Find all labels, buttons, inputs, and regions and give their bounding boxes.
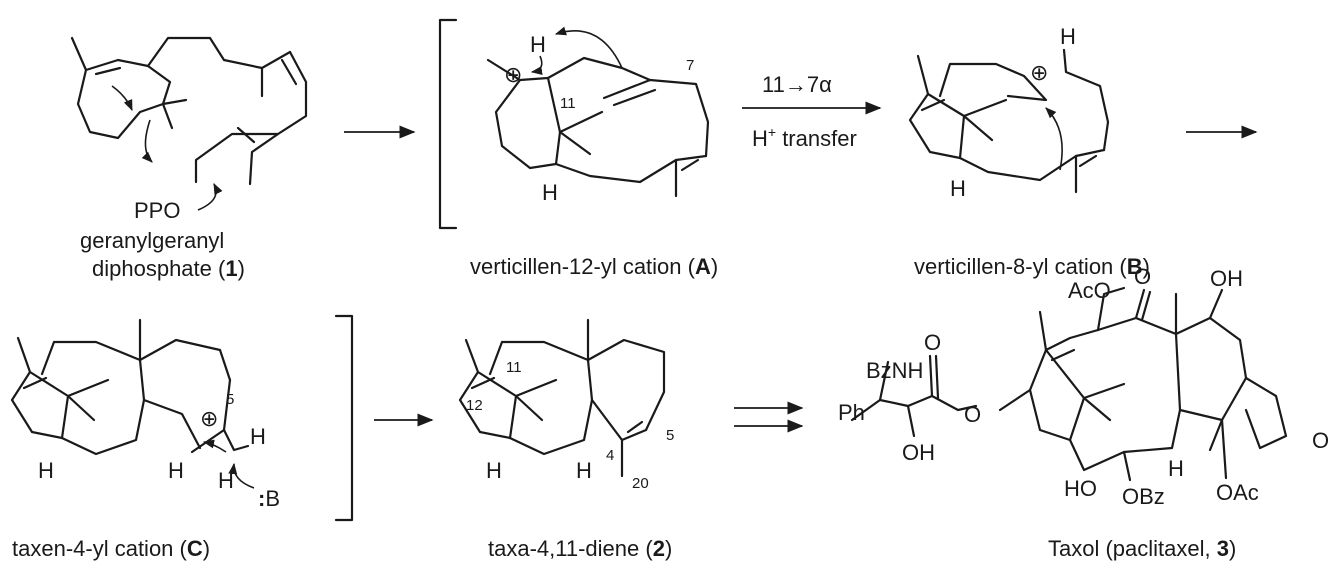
taxol-obz: OBz [1122,484,1165,509]
taxol-ester-o: O [924,330,941,355]
taxadiene-locant-12: 12 [466,397,483,414]
structure-cation-c [10,318,255,489]
bracket-right [334,314,354,522]
cation-b-h-atom: H [1060,24,1076,49]
structure-cation-b [908,48,1110,194]
taxadiene-locant-20: 20 [632,475,649,492]
cmpd1-caption-line2: diphosphate (1) [92,256,245,281]
taxadiene-h-mid: H [576,458,592,483]
taxol-phenyl: Ph [838,400,865,425]
cation-a-h-atom: H [530,32,546,57]
ppo-label: PPO [134,198,180,223]
taxadiene-locant-4: 4 [606,447,614,464]
cation-c-h-5: H [250,424,266,449]
taxol-oxetane-o: O [1312,428,1329,453]
taxadiene-h-left: H [486,458,502,483]
cation-b-h-bottom: H [950,176,966,201]
cation-c-charge: ⊕ [200,406,218,431]
base-label: :B [258,486,280,511]
cation-a-h-bottom: H [542,180,558,205]
cation-a-caption: verticillen-12-yl cation (A) [470,254,718,279]
taxol-ketone-o: O [1134,264,1151,289]
taxol-side-oh: OH [902,440,935,465]
cation-c-h-left: H [38,458,54,483]
structure-ggpp [70,36,308,211]
cation-c-caption: taxen-4-yl cation (C) [12,536,210,561]
taxol-bznh: BzNH [866,358,923,383]
cation-c-h-transfer: H [218,468,234,493]
taxol-h: H [1168,456,1184,481]
bracket-left [438,18,458,230]
structure-taxol [850,286,1288,482]
taxadiene-caption: taxa-4,11-diene (2) [488,536,672,561]
cation-a-locant-7: 7 [686,57,694,74]
cation-b-charge: ⊕ [1030,60,1048,85]
cation-b-caption: verticillen-8-yl cation (B) [914,254,1150,279]
taxol-ho: HO [1064,476,1097,501]
hydride-shift-label: 11→7α [762,72,832,97]
taxol-oh-top: OH [1210,266,1243,291]
structure-taxadiene [458,318,666,478]
cation-c-h-mid: H [168,458,184,483]
taxol-aco: AcO [1068,278,1111,303]
taxadiene-locant-5: 5 [666,427,674,444]
taxol-caption: Taxol (paclitaxel, 3) [1048,536,1236,561]
proton-transfer-label: H+ transfer [752,124,857,151]
structure-cation-a [486,26,710,198]
taxol-oac: OAc [1216,480,1259,505]
taxol-ether-o: O [964,402,981,427]
cation-a-locant-11: 11 [560,95,576,112]
cation-a-charge: ⊕ [504,62,522,87]
cmpd1-caption-line1: geranylgeranyl [80,228,224,253]
taxadiene-locant-11: 11 [506,359,522,376]
cation-c-locant-5: 5 [226,391,234,408]
